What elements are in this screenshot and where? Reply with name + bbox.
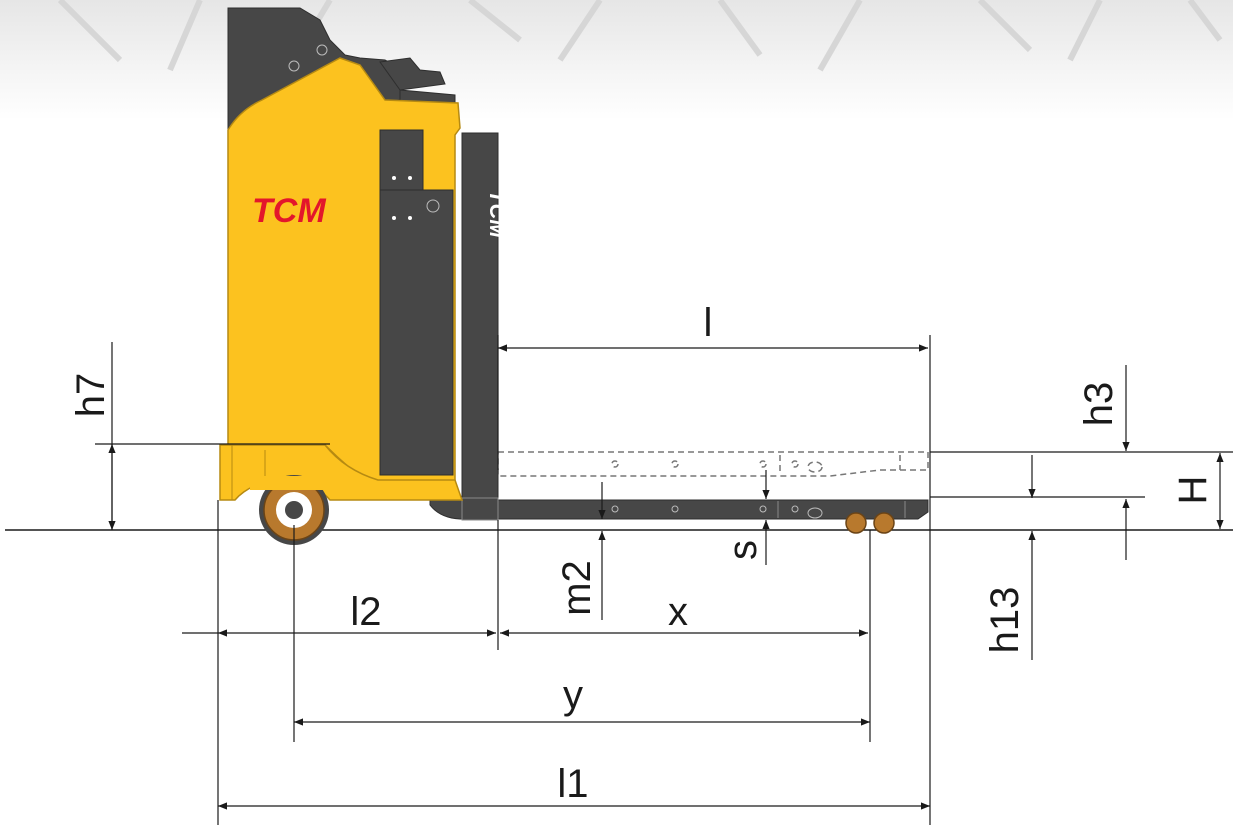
- extension-lines: [95, 335, 1233, 825]
- dimension-lines: [108, 342, 1224, 810]
- label-l2: l2: [350, 590, 381, 634]
- label-l: l: [704, 301, 713, 345]
- label-h3: h3: [1077, 382, 1121, 427]
- drive-wheel: [250, 475, 340, 545]
- background-structure: [0, 0, 1233, 120]
- raised-fork-outline: [497, 451, 929, 477]
- body-logo: TCM: [252, 192, 326, 230]
- fork: [429, 499, 929, 534]
- load-roller-wheels: [845, 512, 895, 534]
- truck-body: TCM: [219, 57, 464, 501]
- label-y: y: [563, 673, 583, 717]
- label-H: H: [1171, 476, 1215, 505]
- label-x: x: [668, 590, 688, 634]
- fork-arm: [429, 499, 929, 520]
- label-h7: h7: [69, 373, 113, 418]
- label-s: s: [721, 540, 765, 560]
- mast-logo: TCM: [485, 190, 510, 238]
- mast: TCM: [461, 132, 510, 521]
- label-m2: m2: [555, 560, 599, 616]
- label-h13: h13: [983, 587, 1027, 654]
- label-l1: l1: [557, 762, 588, 806]
- dimension-labels: l h7 h3 H h13 m2 s l2 x y l1: [69, 301, 1215, 806]
